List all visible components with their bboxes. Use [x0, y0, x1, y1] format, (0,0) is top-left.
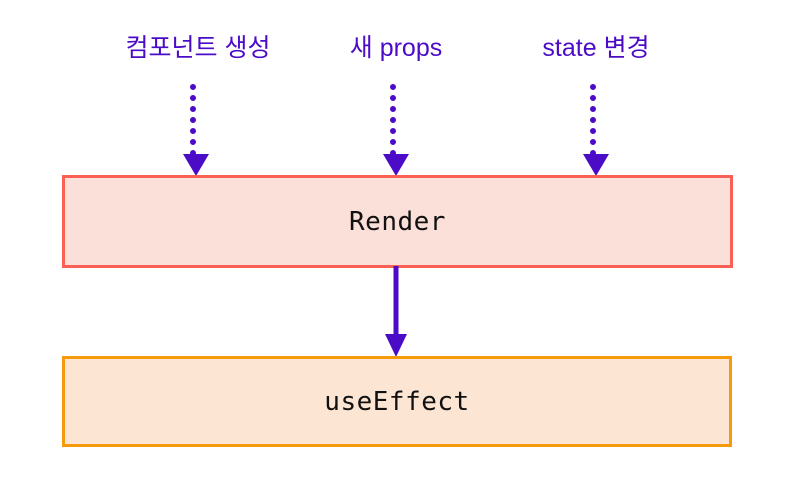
- node-render: Render: [62, 175, 733, 268]
- arrow-stem: [390, 84, 402, 156]
- arrow-stem: [190, 84, 202, 156]
- arrow-stem: [393, 266, 399, 338]
- trigger-label-component-mount: 컴포넌트 생성: [125, 34, 271, 62]
- arrow-head-icon: [183, 154, 209, 176]
- trigger-label-new-props: 새 props: [349, 34, 443, 62]
- arrow-head-icon: [583, 154, 609, 176]
- arrow-head-icon: [383, 154, 409, 176]
- node-useeffect: useEffect: [62, 356, 732, 447]
- trigger-label-state-change: state 변경: [542, 34, 650, 62]
- arrow-head-icon: [385, 334, 407, 357]
- arrow-stem: [590, 84, 602, 156]
- arrow-render-to-useeffect: [385, 266, 407, 358]
